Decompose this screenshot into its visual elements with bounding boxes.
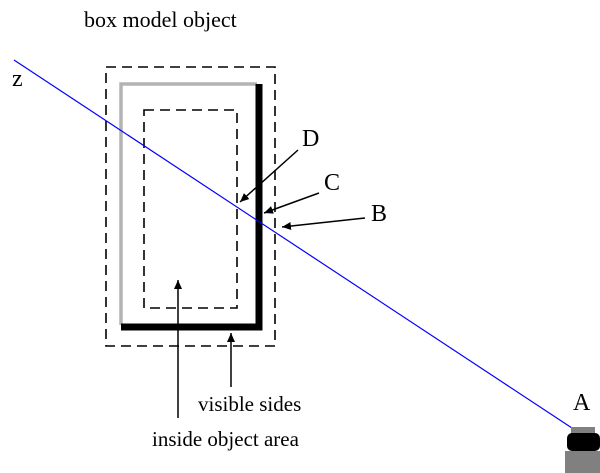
z-axis-label: z — [12, 66, 23, 92]
inner-boundary — [143, 109, 238, 309]
hidden-sides — [119, 82, 257, 325]
caption-inside-object-area: inside object area — [152, 427, 300, 451]
outer-boundary — [105, 66, 276, 347]
diagram-title: box model object — [84, 7, 237, 32]
arrow-d — [239, 149, 299, 203]
label-a: A — [573, 390, 591, 416]
label-c: C — [324, 170, 340, 196]
label-b: B — [371, 201, 387, 227]
caption-visible-sides: visible sides — [198, 392, 301, 416]
label-d: D — [302, 126, 319, 152]
arrow-b — [281, 217, 366, 231]
z-ray — [13, 59, 576, 431]
visible-sides-edge — [121, 84, 263, 331]
camera-icon — [565, 427, 600, 473]
arrow-c — [263, 192, 320, 214]
